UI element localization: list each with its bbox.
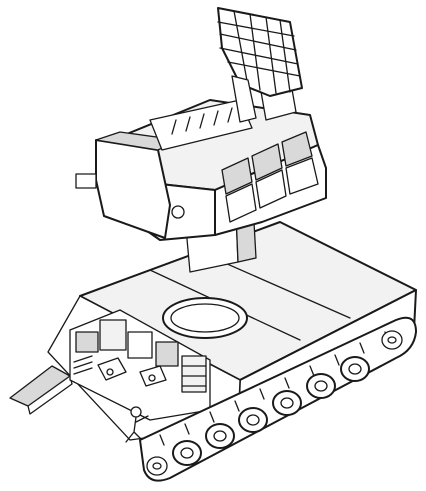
armor-panel-cell — [285, 157, 319, 195]
armor-panel-cell — [225, 183, 257, 223]
rack-shelves — [181, 365, 207, 387]
radar-antenna — [217, 7, 303, 123]
equipment-box-4 — [155, 341, 179, 367]
knob — [148, 374, 156, 382]
road-wheels — [146, 330, 403, 476]
knob — [106, 368, 114, 376]
road-wheel — [340, 356, 370, 382]
turret-ring — [162, 297, 248, 339]
left-fitting — [75, 173, 97, 189]
vent-slats — [73, 355, 93, 375]
armor-panel-cell — [251, 143, 283, 181]
idler-wheel — [381, 330, 403, 350]
crew-compartment — [69, 309, 211, 443]
side-housing — [95, 139, 171, 239]
console-2 — [139, 365, 167, 387]
antenna-mount — [231, 75, 257, 123]
radar-grid — [217, 10, 301, 94]
road-wheel — [272, 390, 302, 416]
equipment-box-2 — [99, 319, 127, 351]
crew-member-head — [130, 406, 142, 418]
road-wheel — [205, 423, 235, 449]
radar-dish-frame — [217, 7, 303, 97]
vent-fins — [171, 107, 233, 135]
armor-panel-cell — [221, 157, 253, 195]
equipment-box-3 — [127, 331, 153, 359]
equipment-box-1 — [75, 331, 99, 353]
front-plate — [9, 365, 71, 407]
armor-panel-cell — [255, 169, 287, 209]
turret-ring-inner — [170, 303, 240, 333]
pivot-bolt — [171, 205, 185, 219]
road-wheel — [172, 440, 202, 466]
track-treads — [159, 331, 390, 446]
drive-sprocket — [146, 456, 168, 476]
road-wheel — [306, 373, 336, 399]
armor-panel-cell — [281, 131, 313, 167]
road-wheel — [238, 407, 268, 433]
